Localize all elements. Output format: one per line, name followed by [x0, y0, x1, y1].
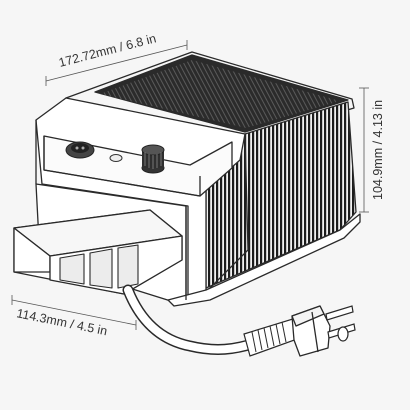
- plug-strain-relief: [243, 317, 301, 357]
- plug-head: [291, 305, 331, 357]
- power-cord: [122, 284, 264, 355]
- height-dimension-line: [359, 87, 369, 213]
- depth-dimension-label: 172.72mm / 6.8 in: [57, 31, 157, 70]
- height-dimension-label: 104.9mm / 4.13 in: [371, 100, 385, 200]
- indicator-led: [109, 154, 123, 162]
- timer-knob: [141, 144, 165, 174]
- output-connector: [65, 141, 95, 159]
- width-dimension-label: 114.3mm / 4.5 in: [15, 306, 108, 338]
- base-plate: [167, 213, 361, 307]
- depth-dimension-line: [45, 40, 188, 86]
- terminal-block: [13, 209, 183, 295]
- width-dimension-line: [11, 295, 137, 330]
- plug-prongs: [325, 305, 356, 342]
